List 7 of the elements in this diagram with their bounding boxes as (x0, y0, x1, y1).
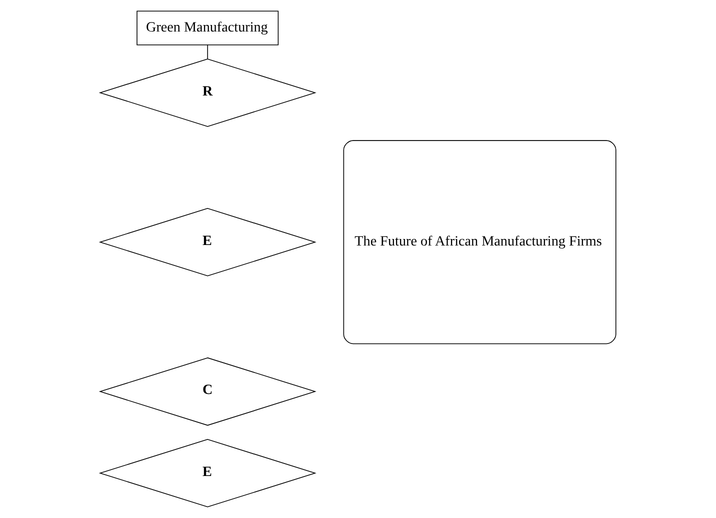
node-diamond: E (98, 439, 316, 508)
connector (207, 44, 208, 60)
node-box: The Future of African Manufacturing Firms (343, 140, 616, 344)
node-diamond: E (98, 208, 316, 276)
node-box: Green Manufacturing (136, 10, 279, 46)
node-diamond: R (98, 58, 316, 127)
node-diamond: C (98, 357, 316, 426)
